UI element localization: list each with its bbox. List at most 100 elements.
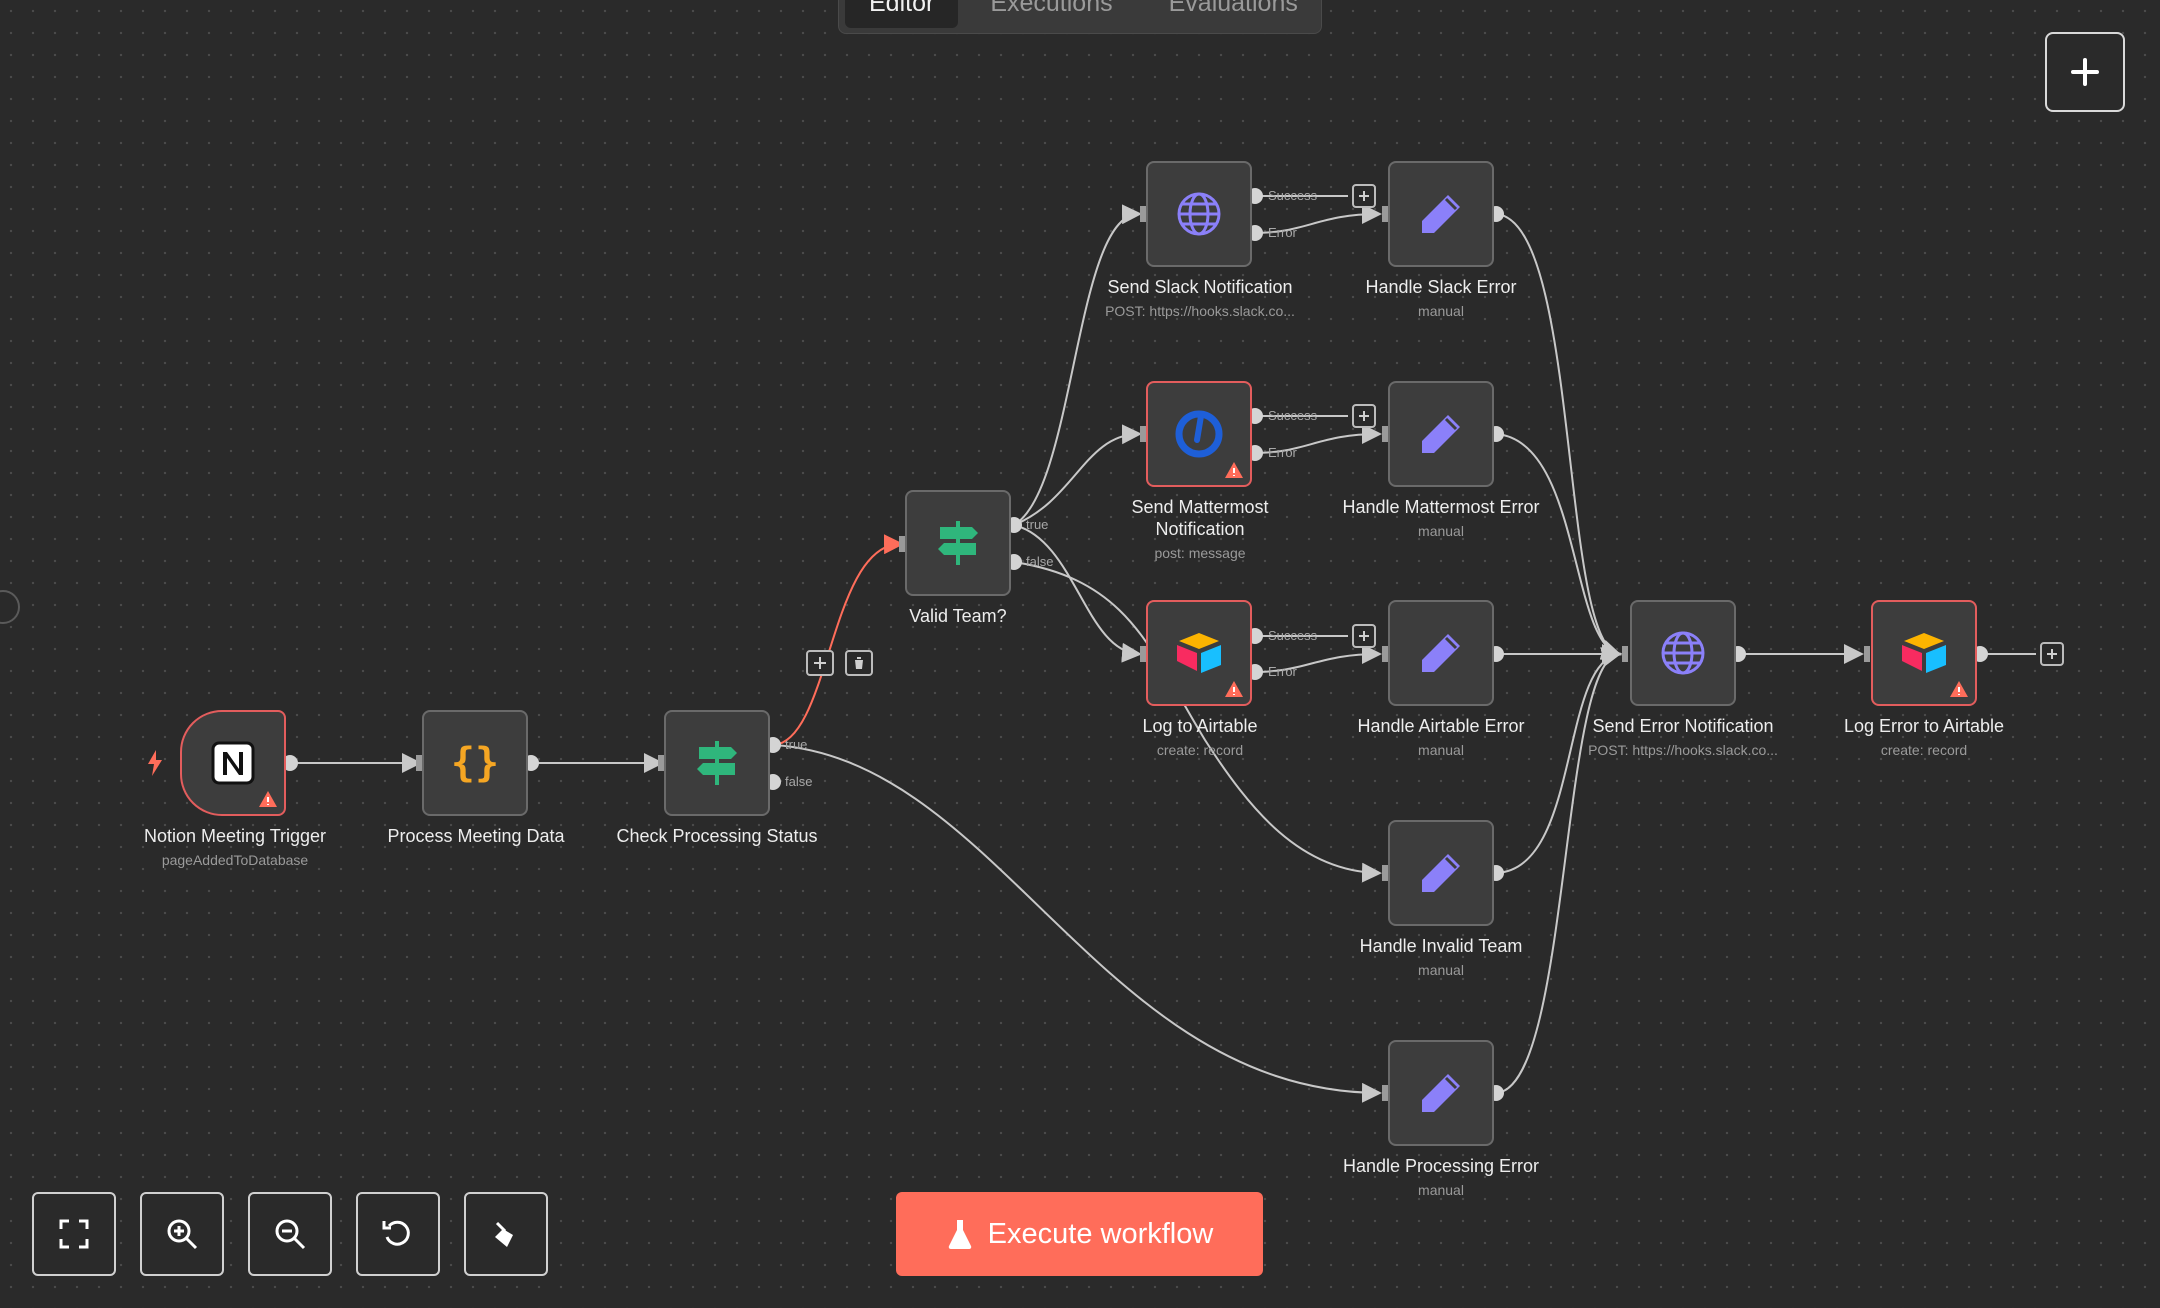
port-label-error: Error — [1268, 225, 1297, 240]
zoom-out-icon — [275, 1219, 306, 1250]
node-handle-mattermost-error[interactable] — [1388, 381, 1494, 487]
port-label-true: true — [1026, 517, 1049, 532]
port-label-false: false — [1026, 554, 1054, 569]
edge-mattermost-err-to-send — [1495, 433, 1622, 660]
node-handle-processing-error[interactable] — [1388, 1040, 1494, 1146]
execute-workflow-label: Execute workflow — [987, 1217, 1214, 1250]
pencil-icon — [1422, 1074, 1460, 1112]
trash-icon — [854, 657, 864, 669]
warning-icon — [1950, 681, 1968, 697]
node-log-to-airtable[interactable] — [1146, 600, 1252, 706]
warning-icon — [1225, 681, 1243, 697]
node-label: Handle Mattermost Error — [1342, 497, 1540, 517]
signpost-icon — [697, 741, 737, 785]
flask-icon — [948, 1220, 971, 1250]
node-subtitle: manual — [1418, 303, 1464, 319]
notion-icon — [211, 741, 255, 785]
node-check-processing-status[interactable] — [664, 710, 770, 816]
port-label-success: Success — [1268, 628, 1318, 643]
plus-icon — [1359, 411, 1369, 421]
add-node-button[interactable] — [2045, 32, 2125, 112]
node-label: Send Slack Notification — [1107, 277, 1293, 297]
warning-icon — [259, 791, 277, 807]
fullscreen-icon — [59, 1219, 89, 1249]
node-label: Process Meeting Data — [387, 826, 565, 846]
pencil-icon — [1422, 634, 1460, 672]
node-subtitle: manual — [1418, 1182, 1464, 1198]
undo-icon — [382, 1220, 410, 1246]
airtable-icon — [1902, 633, 1946, 673]
tab-editor[interactable]: Editor — [845, 0, 959, 28]
add-connection-button[interactable] — [2040, 642, 2064, 666]
node-label: Log Error to Airtable — [1843, 716, 2005, 736]
warning-icon — [1225, 462, 1243, 478]
add-connection-button[interactable] — [1352, 624, 1376, 648]
port-label-success: Success — [1268, 188, 1318, 203]
node-label-line1: Send Mattermost — [1131, 497, 1269, 517]
pencil-icon — [1422, 415, 1460, 453]
edge-invalid-to-send — [1495, 647, 1622, 874]
node-subtitle: POST: https://hooks.slack.co... — [1105, 303, 1295, 319]
edge-delete-button[interactable] — [845, 650, 873, 676]
plus-icon — [814, 657, 826, 669]
node-subtitle: manual — [1418, 742, 1464, 758]
plus-icon — [2047, 649, 2057, 659]
node-send-mattermost-notification[interactable] — [1146, 381, 1252, 487]
zoom-out-button[interactable] — [248, 1192, 332, 1276]
node-subtitle: create: record — [1156, 742, 1244, 758]
node-handle-invalid-team[interactable] — [1388, 820, 1494, 926]
tab-evaluations[interactable]: Evaluations — [1145, 0, 1322, 28]
pencil-icon — [1422, 854, 1460, 892]
plus-icon — [1359, 631, 1369, 641]
sidebar-collapse-handle[interactable] — [0, 590, 20, 624]
edge-check-true-valid — [773, 534, 904, 746]
node-subtitle: create: record — [1880, 742, 1968, 758]
port-label-error: Error — [1268, 664, 1297, 679]
port-label-true: true — [785, 737, 808, 752]
node-process-meeting-data[interactable]: {} — [422, 710, 528, 816]
pencil-icon — [1422, 195, 1460, 233]
node-valid-team[interactable] — [905, 490, 1011, 596]
node-label-line2: Notification — [1155, 519, 1245, 539]
globe-icon — [1177, 192, 1221, 236]
edge-add-button[interactable] — [806, 650, 834, 676]
add-connection-button[interactable] — [1352, 184, 1376, 208]
node-handle-slack-error[interactable] — [1388, 161, 1494, 267]
node-subtitle: pageAddedToDatabase — [161, 852, 309, 868]
mattermost-icon — [1175, 410, 1223, 458]
node-notion-meeting-trigger[interactable] — [180, 710, 286, 816]
zoom-in-button[interactable] — [140, 1192, 224, 1276]
signpost-icon — [938, 521, 978, 565]
node-log-error-to-airtable[interactable] — [1871, 600, 1977, 706]
plus-icon — [2071, 58, 2099, 86]
node-subtitle: POST: https://hooks.slack.co... — [1588, 742, 1778, 758]
node-label: Handle Slack Error — [1365, 277, 1517, 297]
trigger-bolt-icon — [148, 750, 162, 776]
add-connection-button[interactable] — [1352, 404, 1376, 428]
node-send-slack-notification[interactable] — [1146, 161, 1252, 267]
node-label: Handle Invalid Team — [1359, 936, 1523, 956]
node-send-error-notification[interactable] — [1630, 600, 1736, 706]
port-label-error: Error — [1268, 445, 1297, 460]
tab-executions[interactable]: Executions — [966, 0, 1136, 28]
node-label: Notion Meeting Trigger — [143, 826, 327, 846]
node-label: Send Error Notification — [1592, 716, 1774, 736]
reset-zoom-button[interactable] — [356, 1192, 440, 1276]
node-label: Handle Airtable Error — [1357, 716, 1525, 736]
port-label-false: false — [785, 774, 813, 789]
node-handle-airtable-error[interactable] — [1388, 600, 1494, 706]
plus-icon — [1359, 191, 1369, 201]
node-label: Handle Processing Error — [1342, 1156, 1540, 1176]
node-label: Check Processing Status — [616, 826, 818, 846]
tidy-up-button[interactable] — [464, 1192, 548, 1276]
node-subtitle: manual — [1418, 962, 1464, 978]
fit-view-button[interactable] — [32, 1192, 116, 1276]
zoom-in-icon — [167, 1219, 198, 1250]
node-subtitle: post: message — [1154, 545, 1246, 561]
execute-workflow-button[interactable]: Execute workflow — [896, 1192, 1263, 1276]
code-braces-icon: {} — [450, 740, 500, 786]
port-label-success: Success — [1268, 408, 1318, 423]
node-subtitle: manual — [1418, 523, 1464, 539]
node-label: Valid Team? — [909, 606, 1007, 626]
edge-valid-slack — [1013, 204, 1142, 526]
